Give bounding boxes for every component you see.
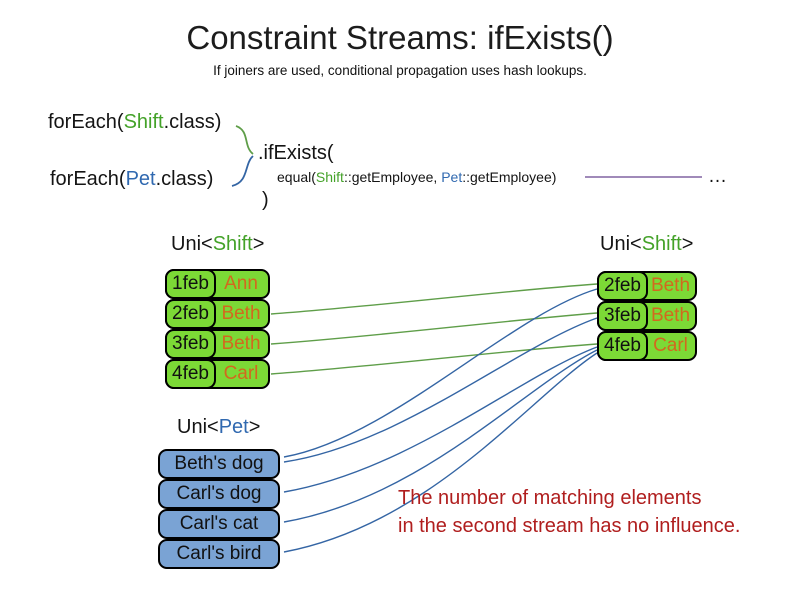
shift-class-token: Shift [641, 233, 682, 255]
blue-line-bethsdog-3feb [283, 317, 598, 463]
blue-line-carlsdog-4feb [283, 346, 598, 493]
note-text: The number of matching elements in the s… [398, 484, 740, 540]
code-ifexists: .ifExists( [258, 142, 334, 164]
table-row: 4feb Carl [165, 359, 270, 389]
code-foreach-shift: forEach(Shift.class) [48, 111, 221, 134]
table-row: 4feb Carl [597, 331, 697, 361]
brace-top-green [235, 125, 254, 155]
date-cell: 4feb [165, 359, 216, 389]
table-row: Carl's bird [158, 539, 280, 569]
shift-class-token: Shift [123, 111, 164, 133]
table-row: Carl's cat [158, 509, 280, 539]
table-row: 1feb Ann [165, 269, 270, 299]
continuation-ellipsis: … [708, 166, 727, 187]
pet-table-label: Uni<Pet> [177, 416, 260, 439]
employee-cell: Carl [223, 363, 259, 384]
table-row: 2feb Beth [165, 299, 270, 329]
table-row: Carl's dog [158, 479, 280, 509]
code-text: forEach( [50, 168, 126, 190]
blue-line-carlsbird-4feb [283, 352, 598, 553]
label-text: > [681, 233, 694, 255]
pet-class-token: Pet [218, 416, 249, 438]
employee-cell: Carl [653, 335, 688, 356]
date-cell: 3feb [165, 329, 216, 359]
code-text: equal( [277, 169, 316, 185]
page-title: Constraint Streams: ifExists() [186, 19, 614, 56]
table-row: 2feb Beth [597, 271, 697, 301]
table-row: 3feb Beth [597, 301, 697, 331]
note-line-1: The number of matching elements [398, 487, 702, 509]
blue-line-bethsdog-2feb [283, 288, 598, 458]
date-cell: 2feb [165, 299, 216, 329]
blue-line-carlscat-4feb [283, 349, 598, 523]
date-cell: 1feb [165, 269, 216, 299]
code-foreach-pet: forEach(Pet.class) [50, 168, 213, 191]
code-text: .class) [155, 168, 214, 190]
shift-class-token: Shift [315, 169, 344, 185]
label-text: Uni< [171, 233, 213, 255]
note-line-2: in the second stream has no influence. [398, 515, 741, 537]
date-cell: 3feb [597, 301, 648, 331]
employee-cell: Beth [650, 275, 691, 296]
pet-class-token: Pet [441, 169, 463, 185]
employee-cell: Ann [224, 273, 258, 294]
code-text: ::getEmployee) [462, 169, 557, 185]
label-text: Uni< [600, 233, 642, 255]
label-text: Uni< [177, 416, 219, 438]
label-text: > [252, 233, 265, 255]
page-subtitle: If joiners are used, conditional propaga… [213, 63, 587, 78]
employee-cell: Beth [221, 333, 261, 354]
date-cell: 4feb [597, 331, 648, 361]
code-close-paren: ) [262, 189, 269, 211]
green-line-2feb [270, 283, 598, 315]
shift-class-token: Shift [212, 233, 253, 255]
left-shift-table-label: Uni<Shift> [171, 233, 264, 256]
brace-bottom-blue [231, 155, 254, 187]
table-row: 3feb Beth [165, 329, 270, 359]
code-equal-joiner: equal(Shift::getEmployee, Pet::getEmploy… [277, 169, 556, 185]
employee-cell: Beth [221, 303, 261, 324]
green-line-3feb [270, 312, 598, 345]
code-text: .class) [163, 111, 222, 133]
code-text: ::getEmployee, [343, 169, 442, 185]
green-line-4feb [270, 343, 598, 375]
label-text: > [248, 416, 261, 438]
pet-class-token: Pet [125, 168, 156, 190]
table-row: Beth's dog [158, 449, 280, 479]
employee-cell: Beth [650, 305, 691, 326]
date-cell: 2feb [597, 271, 648, 301]
code-text: forEach( [48, 111, 124, 133]
right-shift-table-label: Uni<Shift> [600, 233, 693, 256]
